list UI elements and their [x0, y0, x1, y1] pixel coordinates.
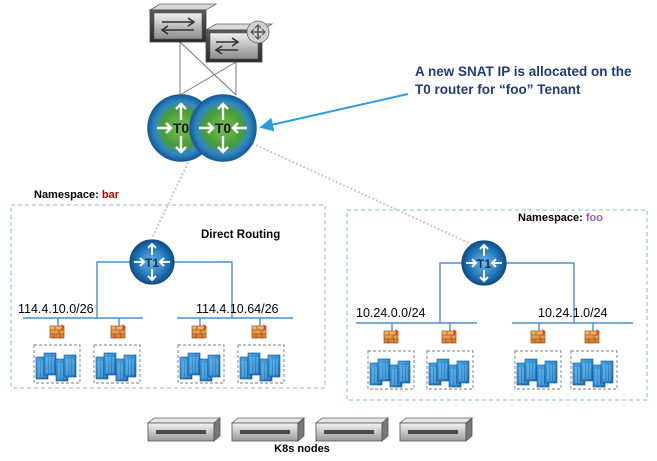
- firewall-icon: [251, 324, 267, 339]
- firewall-icon: [584, 329, 600, 344]
- pod-group-icon: [237, 344, 285, 384]
- callout-arrow: [259, 93, 409, 132]
- physical-uplinks: [179, 41, 237, 96]
- namespace-bar-network: [23, 261, 293, 326]
- subnet-label: 10.24.1.0/24: [538, 306, 608, 320]
- firewall-icon: [110, 324, 126, 339]
- k8s-nodes: [146, 417, 474, 442]
- k8s-nodes-label: K8s nodes: [274, 443, 330, 455]
- namespace-bar-label: Namespace: bar: [34, 189, 120, 201]
- router-icon: [204, 20, 274, 63]
- callout-line-2: T0 router for “foo” Tenant: [415, 82, 581, 97]
- namespace-foo-label: Namespace: foo: [518, 212, 603, 224]
- firewall-icon: [49, 324, 65, 339]
- subnet-label: 10.24.0.0/24: [356, 306, 426, 320]
- firewall-icon: [191, 324, 207, 339]
- subnet-label: 114.4.10.64/26: [196, 302, 279, 316]
- pod-group-icon: [33, 344, 81, 384]
- pod-group-icon: [367, 350, 415, 390]
- pod-group-icon: [570, 350, 618, 390]
- pod-group-icon: [514, 350, 562, 390]
- namespace-bar-box: [10, 204, 326, 389]
- pod-group-icon: [177, 344, 225, 384]
- workloads: [33, 324, 618, 390]
- subnet-label: 114.4.10.0/26: [18, 302, 94, 316]
- uplink-foo: [244, 139, 481, 249]
- t0-router-icon: T0: [189, 94, 257, 162]
- uplink-bar: [151, 147, 196, 239]
- namespace-foo-box: [346, 209, 648, 401]
- firewall-icon: [441, 329, 457, 344]
- t1-router-icon: T1: [129, 239, 175, 285]
- routing-mode-label: Direct Routing: [201, 229, 280, 241]
- pod-group-icon: [426, 350, 474, 390]
- t0-router-2-label: T0: [215, 120, 232, 136]
- callout-line-1: A new SNAT IP is allocated on the: [415, 64, 632, 79]
- firewall-icon: [383, 329, 399, 344]
- switch-icon: [148, 3, 218, 43]
- server-icon: [398, 417, 474, 442]
- t0-router-1-label: T0: [173, 120, 190, 136]
- server-icon: [230, 417, 306, 442]
- t1-router-icon: T1: [461, 240, 507, 286]
- server-icon: [146, 417, 222, 442]
- namespace-foo-network: [356, 262, 633, 331]
- t1-router-bar-label: T1: [145, 256, 159, 270]
- t1-router-foo-label: T1: [477, 257, 491, 271]
- server-icon: [314, 417, 390, 442]
- firewall-icon: [530, 329, 546, 344]
- pod-group-icon: [93, 344, 141, 384]
